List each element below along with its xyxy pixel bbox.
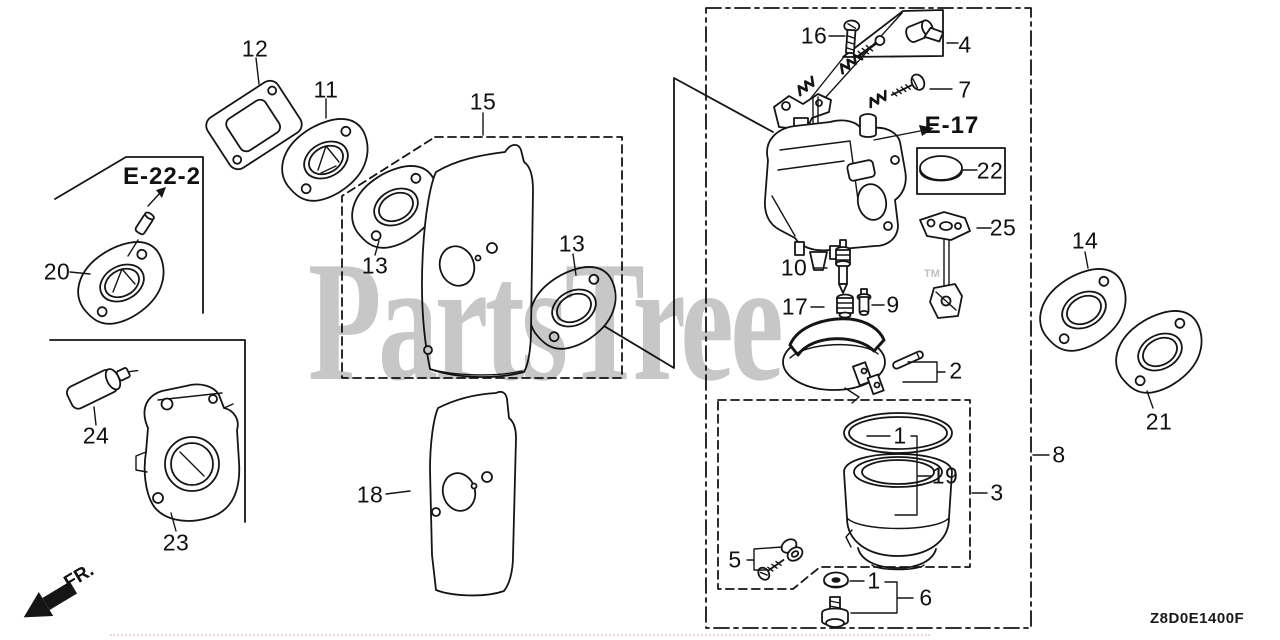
part-7-screw-set: [869, 73, 926, 109]
part-1-washer: [823, 571, 849, 589]
bracket-1-19: [866, 435, 933, 516]
callout-3: 3: [990, 479, 1004, 506]
bowl-kit-box: [717, 399, 971, 590]
callout-15: 15: [469, 88, 497, 115]
callout-18: 18: [356, 481, 384, 508]
part-19-cup: [843, 453, 953, 571]
float-assembly: [782, 317, 886, 404]
bracket-1-6: [849, 580, 914, 614]
part-24-filter: [66, 367, 139, 410]
part-10-nozzle: [835, 239, 851, 294]
carburetor-group-box: [705, 7, 1032, 629]
callout-4: 4: [958, 31, 972, 58]
callout-13-left: 13: [361, 252, 389, 279]
leader-13-left: [374, 240, 380, 256]
callout-21: 21: [1145, 408, 1173, 435]
callout-17: 17: [781, 293, 809, 320]
e22-arrowhead: [156, 187, 166, 198]
callout-16: 16: [800, 22, 828, 49]
part-15-insulator: [421, 144, 534, 378]
choke-set-box: [842, 9, 944, 58]
part-25-lever: [919, 211, 971, 319]
e17-arrowhead: [919, 125, 934, 136]
callout-7: 7: [958, 76, 972, 103]
manifold-group-box: [49, 339, 246, 523]
leader-12: [255, 57, 260, 85]
watermark-tm: TM: [924, 268, 940, 280]
stack-connector-lines: [588, 77, 774, 369]
callout-5: 5: [728, 546, 742, 573]
part-9-jet: [856, 288, 872, 316]
diagram-code: Z8D0E1400F: [1150, 610, 1245, 627]
e17-arrow: [873, 130, 921, 141]
bracket-2: [902, 361, 946, 383]
cap-box: [916, 147, 1006, 195]
part-2-float-pin: [892, 350, 924, 370]
callout-6: 6: [919, 584, 933, 611]
ref-label-e17: E-17: [924, 112, 980, 139]
ref-label-e22: E-22-2: [122, 163, 202, 190]
part-17-main-jet: [836, 293, 854, 319]
callout-12: 12: [241, 35, 269, 62]
callout-19: 19: [931, 462, 959, 489]
callout-1-top: 1: [893, 422, 907, 449]
carburetor-body: [764, 93, 907, 271]
leader-23: [170, 512, 177, 532]
part-18-plate: [429, 390, 517, 597]
part-22-cap: [919, 155, 963, 182]
leader-20: [69, 271, 91, 275]
leader-14: [1084, 251, 1089, 269]
e22-ref-box: [54, 156, 204, 314]
part-5-screw-set: [757, 538, 804, 581]
front-direction-arrow: [23, 581, 78, 618]
callout-20: 20: [43, 258, 71, 285]
callout-24: 24: [82, 422, 110, 449]
leader-13-right: [572, 253, 577, 276]
part-4-choke-set: [797, 19, 945, 97]
callout-14: 14: [1071, 227, 1099, 254]
part-23-manifold: [135, 383, 241, 522]
e22-arrow: [147, 192, 161, 207]
callout-8: 8: [1052, 441, 1066, 468]
callout-1-bottom: 1: [867, 567, 881, 594]
callout-25: 25: [989, 214, 1017, 241]
callout-22: 22: [976, 157, 1004, 184]
part-16-screw: [843, 19, 861, 55]
leader-24: [93, 406, 97, 426]
part-20-flange: [63, 211, 181, 337]
callout-9: 9: [886, 291, 900, 318]
leader-21: [1146, 390, 1154, 409]
part-11-gasket: [267, 106, 385, 214]
callout-23: 23: [162, 529, 190, 556]
leader-18: [385, 490, 411, 495]
callout-11: 11: [313, 76, 339, 103]
insulator-kit-box: [341, 136, 623, 379]
bracket-5: [746, 546, 783, 571]
callout-2: 2: [949, 357, 963, 384]
part-1-oring: [843, 412, 953, 454]
callout-13-right: 13: [558, 230, 586, 257]
part-13-gasket-right: [515, 254, 633, 362]
part-6-drain-bolt: [821, 596, 849, 628]
part-12-gasket: [205, 79, 303, 171]
callout-10: 10: [780, 254, 808, 281]
footer-dotted-line: [110, 634, 930, 636]
